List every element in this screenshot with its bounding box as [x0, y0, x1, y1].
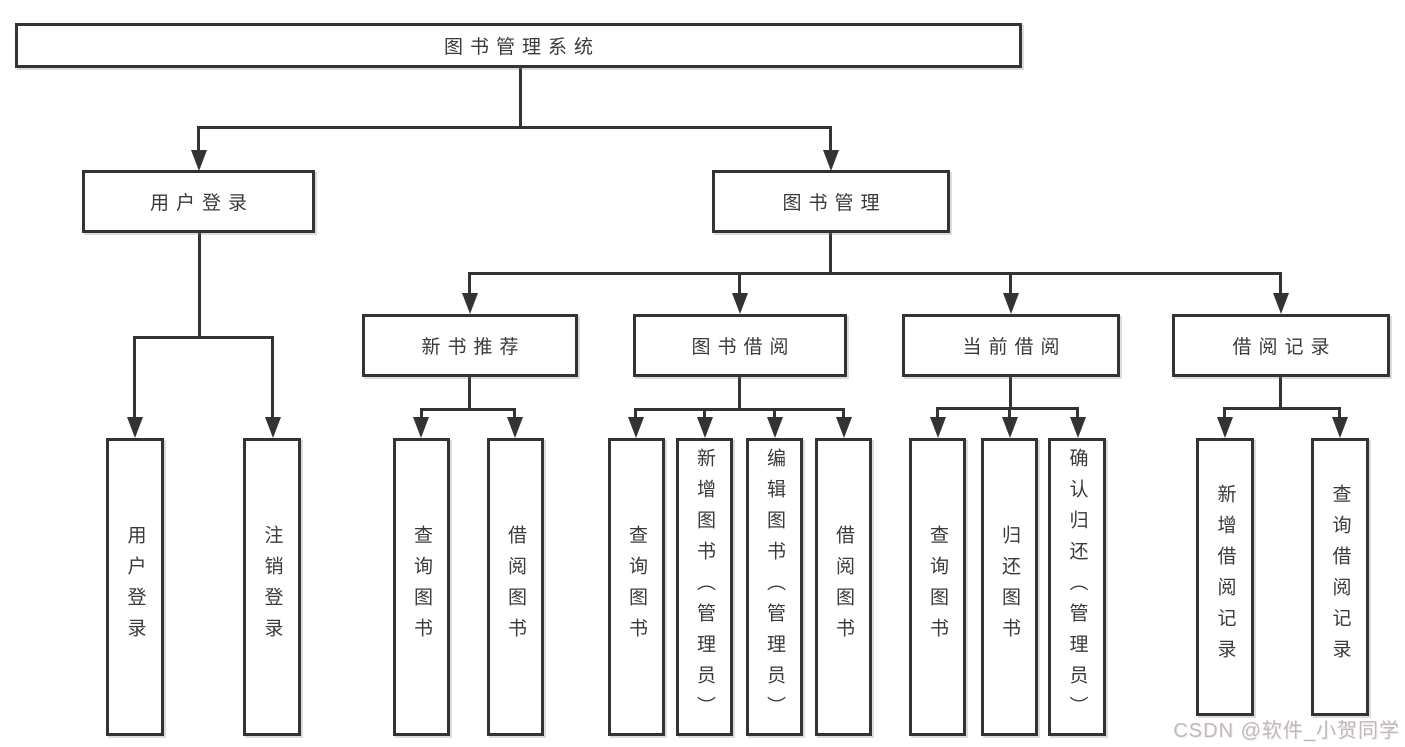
arrow-down-icon: [1273, 293, 1289, 314]
node-label: 图书管理系统: [443, 37, 600, 58]
connector-line: [197, 126, 200, 154]
connector-line: [271, 336, 274, 418]
arrow-down-icon: [1003, 293, 1019, 314]
node-label: 新增图书（管理员）: [694, 447, 715, 727]
connector-line: [829, 233, 832, 272]
node-label: 查询图书: [411, 525, 432, 649]
leaf-confirm-return-admin: 确认归还（管理员）: [1048, 438, 1106, 736]
arrow-down-icon: [628, 417, 644, 438]
leaf-add-borrow-record: 新增借阅记录: [1196, 438, 1254, 716]
connector-line: [197, 126, 831, 129]
connector-line: [1279, 272, 1282, 294]
leaf-return-books: 归还图书: [981, 438, 1038, 736]
leaf-query-books-recommend: 查询图书: [393, 438, 450, 736]
arrow-down-icon: [1070, 417, 1086, 438]
node-new-book-recommend: 新书推荐: [362, 314, 578, 377]
node-label: 编辑图书（管理员）: [764, 447, 785, 727]
connector-line: [1223, 407, 1340, 410]
connector-line: [634, 408, 844, 411]
leaf-logout: 注销登录: [243, 438, 301, 736]
connector-line: [420, 408, 516, 411]
connector-line: [133, 336, 136, 418]
arrow-down-icon: [1332, 417, 1348, 438]
connector-line: [469, 272, 1281, 275]
node-label: 用户登录: [149, 193, 254, 214]
node-label: 借阅图书: [833, 525, 854, 649]
leaf-borrow-books-recommend: 借阅图书: [487, 438, 544, 736]
node-label: 查询图书: [927, 525, 948, 649]
connector-line: [1076, 407, 1079, 418]
node-label: 新书推荐: [421, 337, 526, 358]
leaf-query-borrow-record: 查询借阅记录: [1311, 438, 1369, 716]
connector-line: [420, 408, 423, 418]
connector-line: [468, 377, 471, 408]
connector-line: [1279, 377, 1282, 408]
arrow-down-icon: [413, 417, 429, 438]
connector-line: [513, 408, 516, 418]
leaf-edit-book-admin: 编辑图书（管理员）: [746, 438, 803, 736]
connector-line: [1338, 407, 1341, 418]
connector-line: [468, 272, 471, 294]
leaf-borrow-books: 借阅图书: [815, 438, 872, 736]
node-label: 确认归还（管理员）: [1066, 447, 1088, 727]
arrow-down-icon: [732, 293, 748, 314]
node-label: 借阅图书: [505, 525, 526, 649]
node-label: 借阅记录: [1232, 337, 1337, 358]
arrow-down-icon: [265, 417, 281, 438]
node-label: 注销登录: [261, 525, 283, 649]
node-label: 查询借阅记录: [1329, 484, 1351, 670]
node-current-borrowing: 当前借阅: [902, 314, 1120, 377]
arrow-down-icon: [767, 417, 783, 438]
connector-line: [773, 408, 776, 418]
leaf-query-books-borrow: 查询图书: [608, 438, 665, 736]
leaf-query-books-current: 查询图书: [909, 438, 966, 736]
node-label: 新增借阅记录: [1214, 484, 1236, 670]
connector-line: [738, 377, 741, 408]
arrow-down-icon: [127, 417, 143, 438]
node-library-management-system: 图书管理系统: [15, 23, 1022, 68]
node-user-login: 用户登录: [82, 170, 315, 233]
arrow-down-icon: [823, 150, 839, 171]
arrow-down-icon: [462, 293, 478, 314]
node-label: 当前借阅: [962, 337, 1067, 358]
node-label: 归还图书: [999, 525, 1020, 649]
arrow-down-icon: [930, 417, 946, 438]
connector-line: [198, 233, 201, 336]
connector-line: [738, 272, 741, 294]
connector-line: [634, 408, 637, 418]
connector-line: [1009, 377, 1012, 408]
node-label: 用户登录: [124, 525, 146, 649]
connector-line: [829, 126, 832, 154]
watermark: CSDN @软件_小贺同学: [1173, 720, 1400, 742]
node-label: 图书管理: [782, 193, 887, 214]
arrow-down-icon: [507, 417, 523, 438]
connector-line: [842, 408, 845, 418]
connector-line: [1009, 272, 1012, 294]
node-borrowing-records: 借阅记录: [1172, 314, 1390, 377]
arrow-down-icon: [836, 417, 852, 438]
arrow-down-icon: [697, 417, 713, 438]
leaf-add-book-admin: 新增图书（管理员）: [676, 438, 733, 736]
arrow-down-icon: [191, 150, 207, 171]
connector-line: [1008, 407, 1011, 418]
connector-line: [1223, 407, 1226, 418]
node-label: 图书借阅: [691, 337, 796, 358]
connector-line: [519, 68, 522, 126]
connector-line: [703, 408, 706, 418]
connector-line: [936, 407, 1078, 410]
connector-line: [936, 407, 939, 418]
connector-line: [133, 336, 274, 339]
arrow-down-icon: [1002, 417, 1018, 438]
node-book-borrowing: 图书借阅: [633, 314, 847, 377]
node-label: 查询图书: [626, 525, 647, 649]
leaf-user-login: 用户登录: [106, 438, 164, 736]
arrow-down-icon: [1217, 417, 1233, 438]
node-book-management: 图书管理: [712, 170, 950, 233]
